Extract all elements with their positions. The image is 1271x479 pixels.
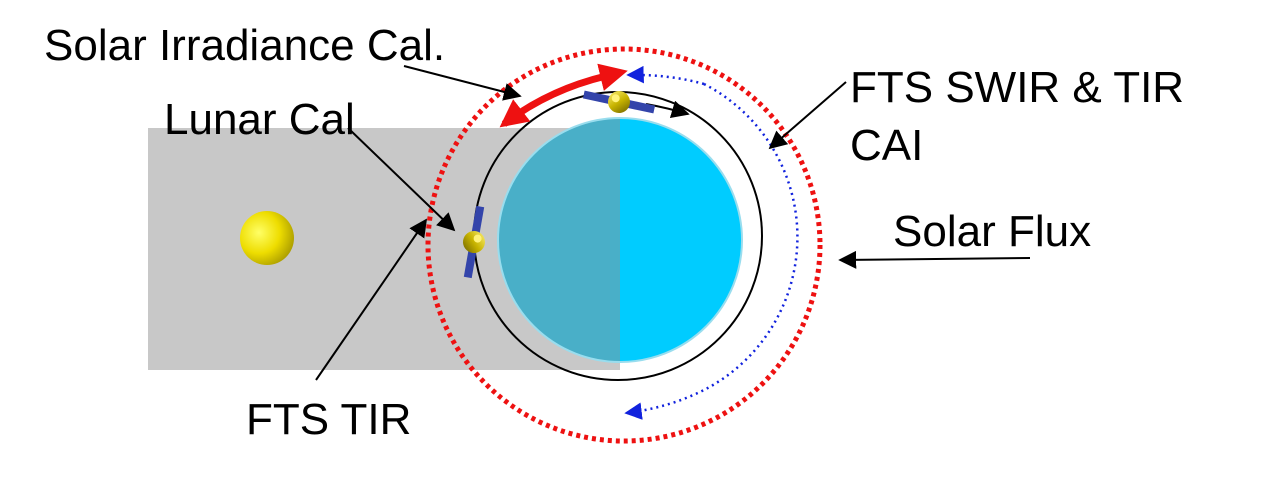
- satellite-icon: [463, 205, 485, 279]
- fts-tir-leader: [315, 218, 428, 381]
- lunar-cal-label: Lunar Cal: [164, 95, 355, 144]
- cai-label: CAI: [850, 121, 923, 170]
- solar-flux-leader: [838, 250, 1031, 269]
- solar-irradiance-cal-label: Solar Irradiance Cal.: [44, 21, 445, 70]
- solar-flux-label: Solar Flux: [893, 207, 1091, 256]
- satellite-icon: [582, 90, 656, 114]
- earth-night-side: [498, 118, 620, 362]
- fts-tir-label: FTS TIR: [246, 395, 411, 444]
- sun-icon: [240, 211, 294, 265]
- fts-swir-leader: [768, 81, 847, 150]
- solar-irradiance-cal-arrow: [499, 63, 628, 128]
- lunar-cal-leader: [347, 127, 456, 232]
- solar-flux-path: [624, 82, 799, 420]
- calibration-orbit-circle: [425, 46, 823, 444]
- solar-flux-arrow-top: [626, 65, 705, 86]
- earth: [497, 117, 743, 363]
- earth-day-side: [620, 118, 742, 362]
- fts-swir-tir-label: FTS SWIR & TIR: [850, 63, 1184, 112]
- solar-irradiance-leader: [403, 65, 522, 101]
